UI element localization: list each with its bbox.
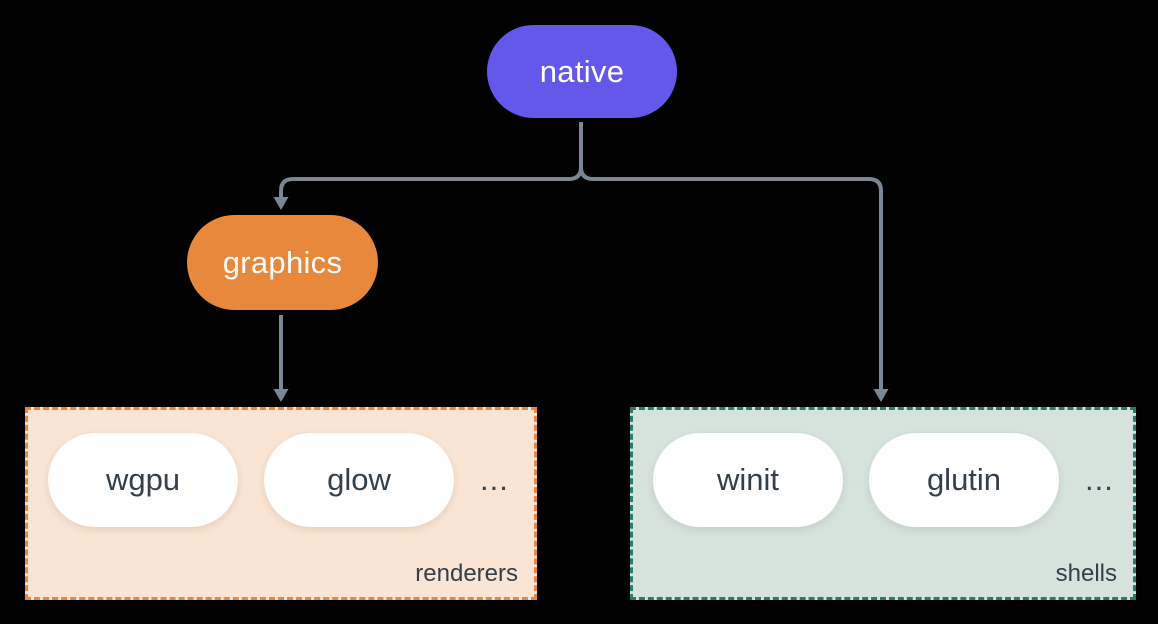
group-shells-pills: winit glutin ...	[633, 410, 1133, 527]
node-native: native	[487, 25, 677, 118]
node-native-label: native	[539, 53, 625, 89]
group-renderers-pills: wgpu glow ...	[28, 410, 534, 527]
node-glutin-label: glutin	[926, 462, 1002, 497]
group-label-shells: shells	[1055, 560, 1117, 587]
node-glow-label: glow	[327, 462, 391, 497]
group-shells: winit glutin ... shells	[630, 407, 1136, 600]
node-wgpu-label: wgpu	[105, 462, 181, 497]
node-wgpu: wgpu	[48, 433, 238, 527]
node-winit-label: winit	[716, 462, 779, 497]
group-label-renderers: renderers	[415, 560, 518, 587]
group-renderers: wgpu glow ... renderers	[25, 407, 537, 600]
node-graphics: graphics	[187, 215, 378, 310]
edge-native-shells	[579, 122, 883, 390]
ellipsis-shells: ...	[1085, 462, 1114, 497]
node-graphics-label: graphics	[222, 244, 343, 280]
arrowhead-graphics	[273, 197, 289, 210]
node-glutin: glutin	[869, 433, 1059, 527]
node-glow: glow	[264, 433, 454, 527]
ellipsis-renderers: ...	[480, 462, 509, 497]
node-winit: winit	[653, 433, 843, 527]
arrowhead-renderers	[273, 389, 289, 402]
arrowhead-shells	[873, 389, 889, 402]
edge-native-graphics	[279, 122, 583, 198]
